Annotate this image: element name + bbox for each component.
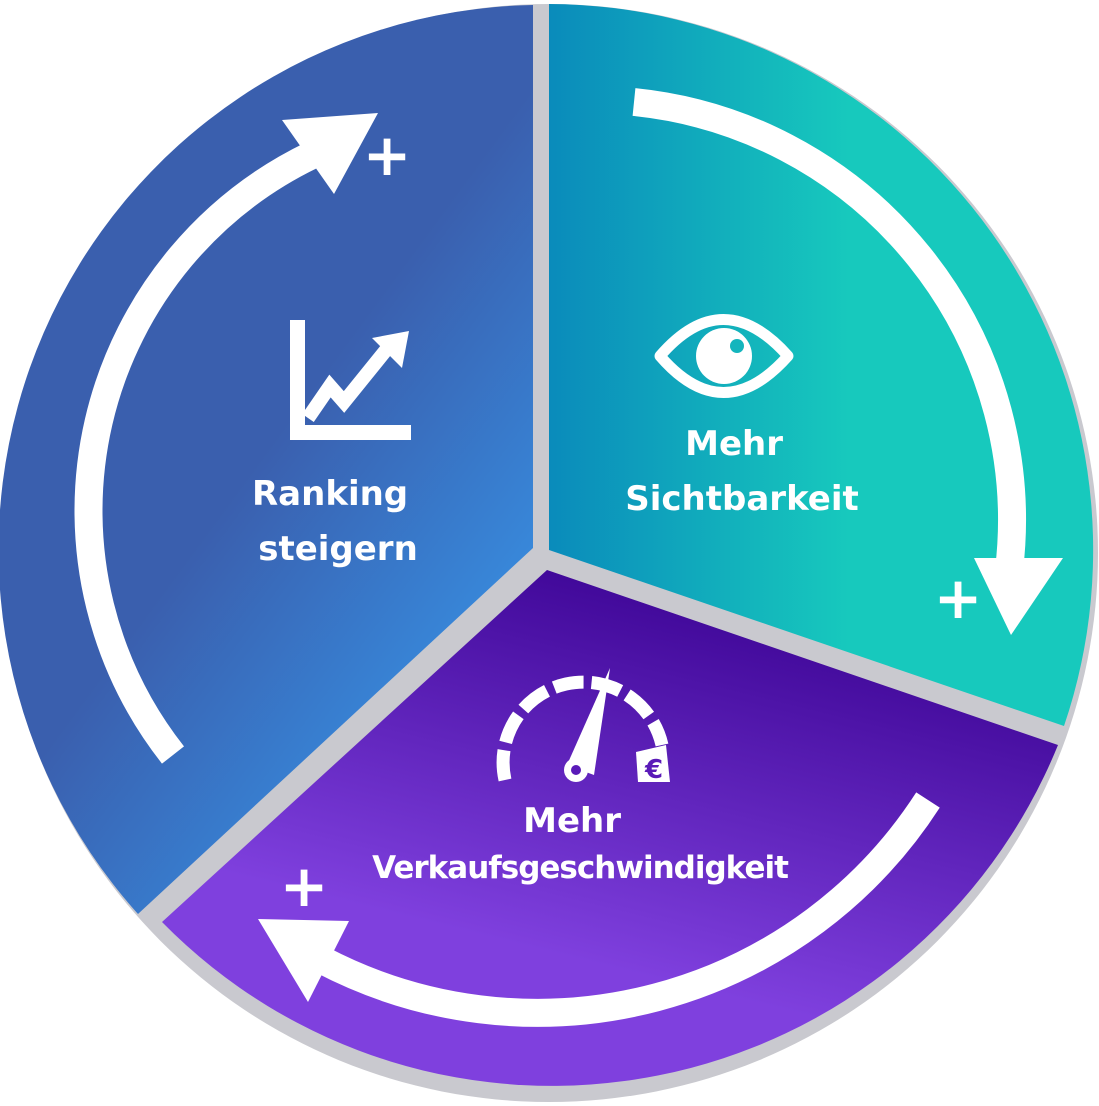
label-verkauf-line-1: Mehr [523,801,621,841]
rising-chart-icon [290,320,411,440]
label-ranking-line-2: steigern [258,529,418,569]
segment-sichtbarkeit [549,4,1094,726]
eye-icon [654,314,794,398]
arrow-verkauf [258,792,940,1027]
label-ranking-line-1: Ranking [252,474,408,514]
arrow-sichtbarkeit [632,88,1063,635]
arrow-ranking [74,113,378,764]
label-ranking: Ranking steigern [252,474,420,569]
plus-icon-verkauf: + [280,852,329,920]
label-sichtbarkeit-line-1: Mehr [685,424,783,464]
label-sichtbarkeit-line-2: Sichtbarkeit [625,479,858,519]
plus-icon-ranking: + [363,121,412,189]
speedometer-euro-icon: € [496,668,670,785]
euro-symbol: € [644,755,663,785]
label-verkauf: Mehr Verkaufsgeschwindigkeit [372,801,789,886]
label-verkauf-line-2: Verkaufsgeschwindigkeit [372,850,789,886]
plus-icon-sichtbarkeit: + [934,564,983,632]
label-sichtbarkeit: Mehr Sichtbarkeit [625,424,858,519]
segment-verkauf [162,570,1058,1086]
